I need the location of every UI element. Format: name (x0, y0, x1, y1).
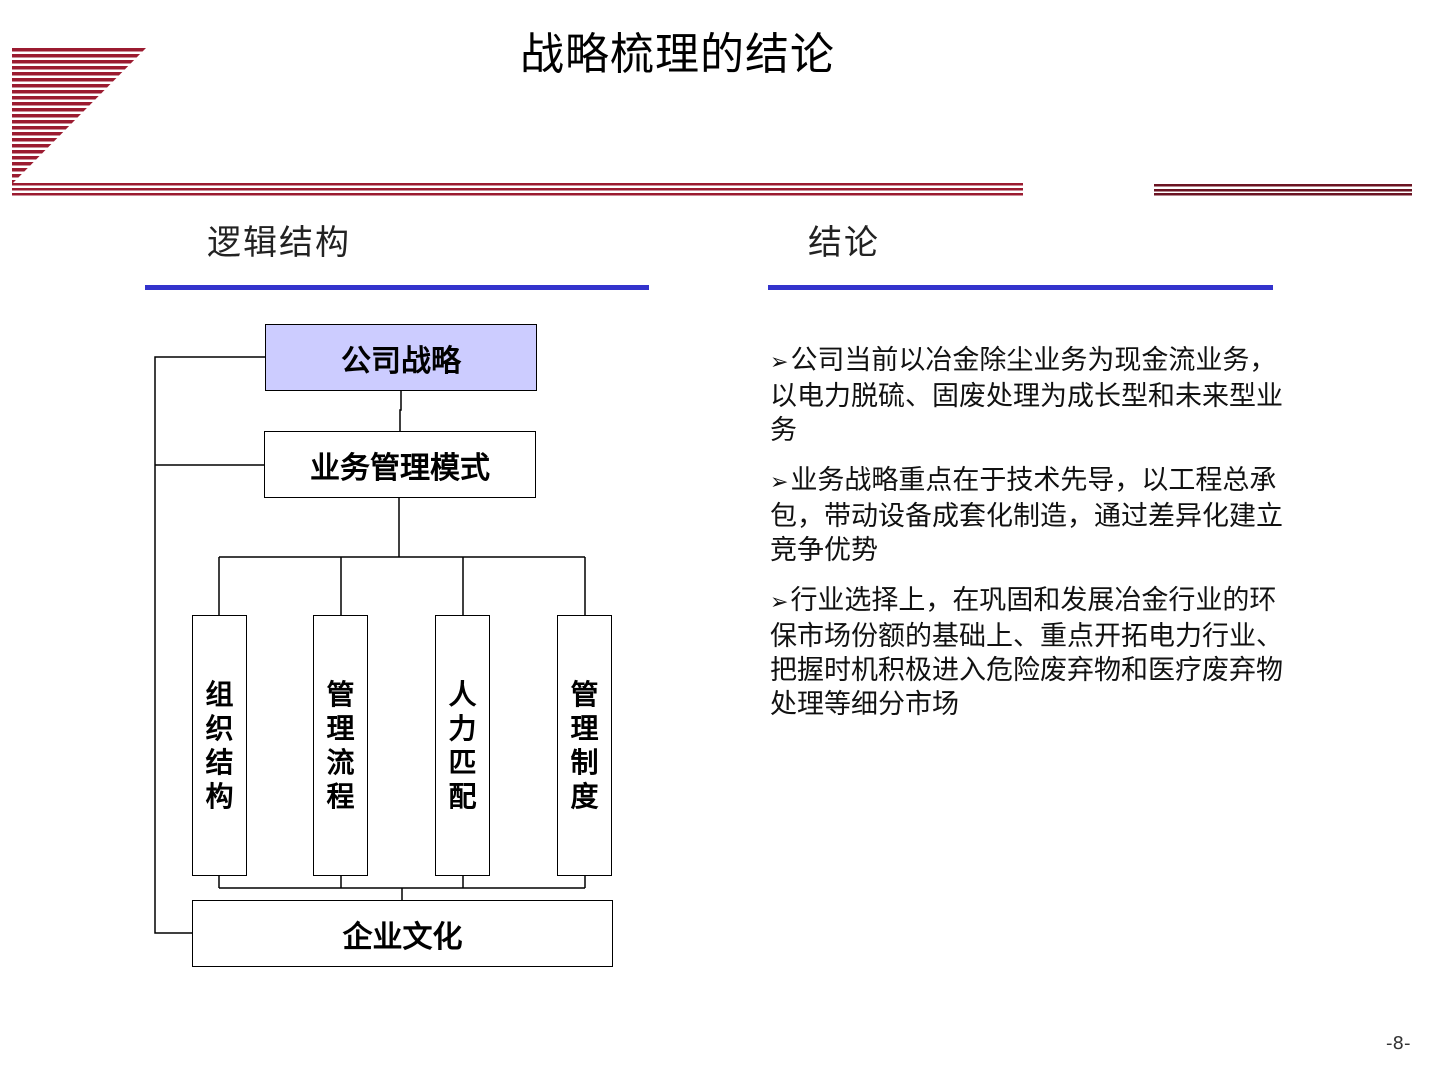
company-strategy-box: 公司战略 (265, 324, 537, 391)
conclusion-point: ➢行业选择上，在巩固和发展冶金行业的环保市场份额的基础上、重点开拓电力行业、把握… (770, 584, 1290, 722)
arrow-bullet-icon: ➢ (770, 470, 789, 495)
pillar-management-system: 管理制度 (557, 615, 612, 876)
header-rule-left (12, 183, 1023, 196)
header-decoration (12, 48, 1412, 196)
pillar-management-process: 管理流程 (313, 615, 368, 876)
pillar-hr-matching: 人力匹配 (435, 615, 490, 876)
right-heading-rule (768, 285, 1273, 290)
left-bracket-line (154, 356, 265, 934)
conclusion-heading: 结论 (808, 223, 880, 263)
conclusion-point: ➢业务战略重点在于技术先导，以工程总承包，带动设备成套化制造，通过差异化建立竞争… (770, 464, 1290, 568)
logic-structure-heading: 逻辑结构 (207, 223, 351, 263)
conclusion-text: 公司当前以冶金除尘业务为现金流业务，以电力脱硫、固废处理为成长型和未来型业务 (770, 345, 1283, 446)
conclusion-point: ➢公司当前以冶金除尘业务为现金流业务，以电力脱硫、固废处理为成长型和未来型业务 (770, 344, 1290, 448)
conclusion-text: 业务战略重点在于技术先导，以工程总承包，带动设备成套化制造，通过差异化建立竞争优… (770, 465, 1283, 566)
pillar-label: 组织结构 (205, 677, 234, 813)
strategy-to-mode-line (399, 391, 402, 431)
slide-title: 战略梳理的结论 (520, 29, 835, 80)
pillar-org-structure: 组织结构 (192, 615, 247, 876)
conclusion-text: 行业选择上，在巩固和发展冶金行业的环保市场份额的基础上、重点开拓电力行业、把握时… (770, 585, 1283, 720)
left-heading-rule (145, 285, 649, 290)
header-rule-right (1154, 184, 1412, 196)
business-management-mode-box: 业务管理模式 (264, 431, 536, 498)
page-number: -8- (1386, 1033, 1411, 1054)
arrow-bullet-icon: ➢ (770, 590, 789, 615)
pillar-label: 管理制度 (570, 677, 599, 813)
conclusion-list: ➢公司当前以冶金除尘业务为现金流业务，以电力脱硫、固废处理为成长型和未来型业务 … (770, 344, 1290, 738)
pillar-label: 管理流程 (326, 677, 355, 813)
corporate-culture-box: 企业文化 (192, 900, 613, 967)
pillar-label: 人力匹配 (448, 677, 477, 813)
arrow-bullet-icon: ➢ (770, 350, 789, 375)
